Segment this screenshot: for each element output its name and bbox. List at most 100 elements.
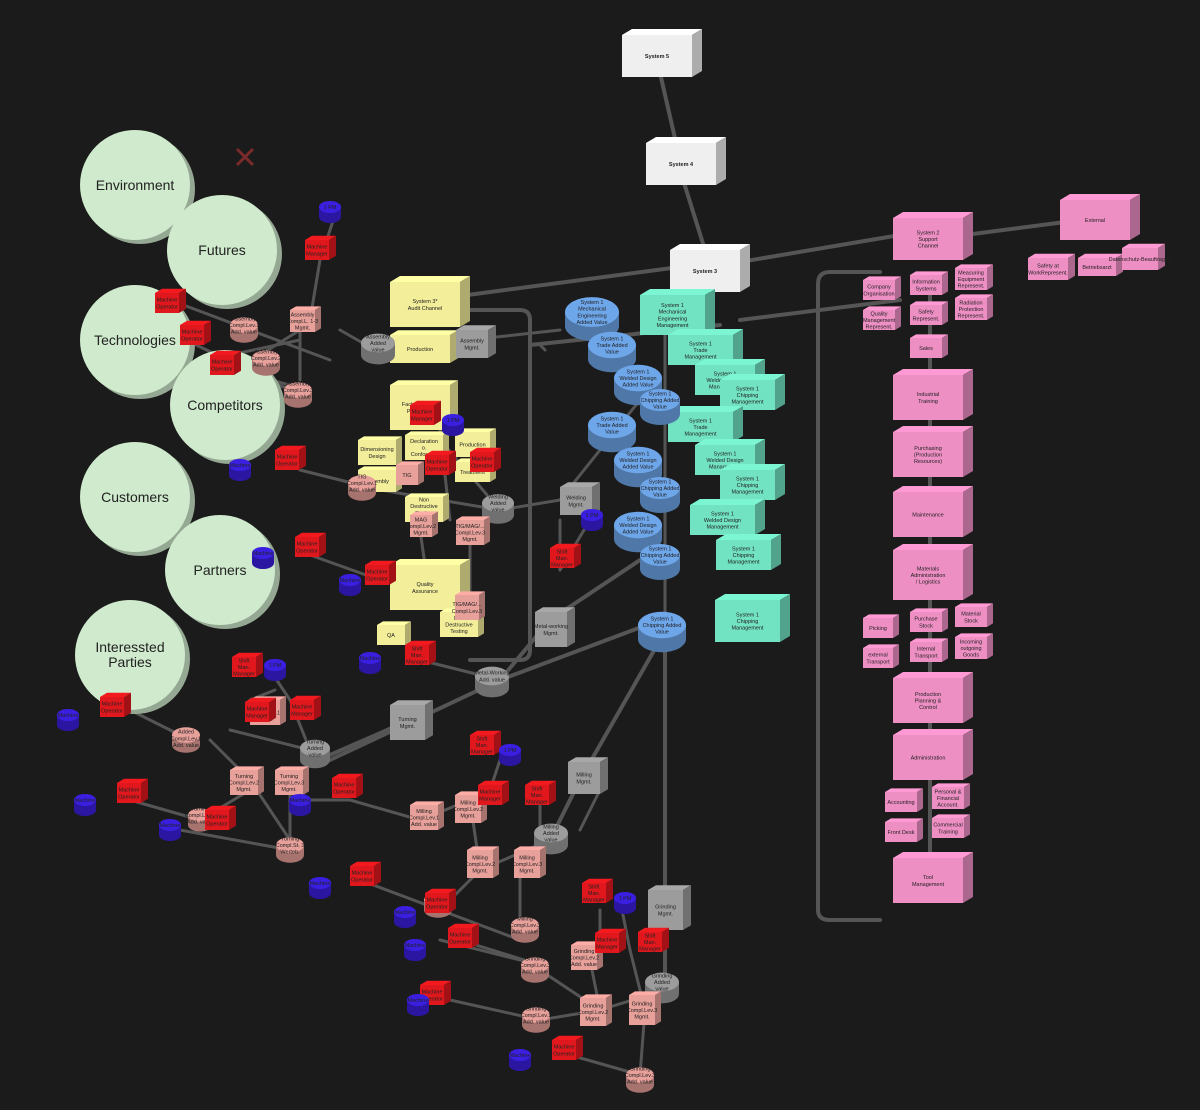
close-icon[interactable]	[235, 147, 255, 167]
cylinder-label: Machine	[230, 463, 251, 469]
box-face	[303, 766, 309, 795]
cylinder-label: 1 PM	[324, 205, 337, 211]
box-face	[390, 705, 425, 740]
box-face	[893, 486, 973, 492]
cylinder-face	[522, 1007, 550, 1023]
box-face	[715, 600, 780, 642]
box-face	[299, 445, 306, 470]
box-face	[245, 702, 269, 722]
box-label: External	[1085, 218, 1105, 224]
box-face	[295, 532, 326, 537]
box-face	[668, 406, 743, 412]
environment-circle: Futures	[167, 195, 282, 309]
cylinder-label: Machine	[405, 943, 426, 949]
box-face	[290, 695, 321, 700]
box-face	[942, 334, 948, 358]
box-face	[917, 818, 923, 842]
box-face	[478, 785, 502, 805]
box-face	[910, 338, 942, 358]
box-face	[568, 762, 600, 794]
box-face	[955, 603, 993, 607]
box-face	[256, 652, 263, 677]
box-face	[1078, 253, 1123, 258]
box-face	[410, 405, 434, 425]
box-face	[771, 534, 781, 570]
box-label: System 3	[693, 269, 717, 275]
box-face	[358, 436, 402, 440]
cylinder-face	[404, 938, 426, 952]
violet-machine-cylinder: Machine	[309, 876, 331, 900]
environment-label: Partners	[194, 562, 247, 578]
external-betriebsarzt-box: Betriebsarzt	[1078, 253, 1123, 276]
box-face	[863, 648, 893, 668]
box-face	[280, 696, 286, 725]
box-face	[893, 672, 973, 678]
box-face	[405, 493, 449, 497]
cylinder-label: Machine	[510, 1053, 531, 1059]
box-face	[425, 888, 456, 893]
box-face	[552, 1040, 576, 1060]
box-face	[315, 306, 321, 332]
violet-machine-cylinder: Machine	[509, 1048, 531, 1072]
box-face	[456, 330, 488, 358]
violet-machine-cylinder: 1 PM	[319, 200, 341, 224]
box-face	[396, 436, 402, 465]
box-face	[390, 335, 450, 363]
box-face	[525, 785, 549, 805]
box-face	[405, 431, 449, 435]
support-maintenance-box: Maintenance	[893, 486, 973, 537]
box-label: Production	[407, 347, 433, 353]
box-face	[640, 295, 705, 335]
box-face	[1158, 243, 1165, 270]
box-face	[648, 885, 691, 890]
box-face	[117, 778, 148, 783]
box-face	[720, 470, 775, 500]
cylinder-face	[521, 957, 549, 973]
box-label: Picking	[869, 626, 887, 632]
box-face	[893, 492, 963, 537]
box-face	[893, 375, 963, 420]
cylinder-face	[276, 837, 304, 853]
box-face	[448, 928, 472, 948]
box-face	[444, 980, 451, 1005]
box-face	[893, 735, 963, 780]
box-face	[295, 537, 319, 557]
box-face	[720, 380, 775, 410]
box-face	[488, 325, 496, 358]
box-face	[396, 461, 424, 465]
box-face	[525, 780, 556, 785]
cylinder-face	[565, 297, 619, 327]
cylinder-face	[509, 1048, 531, 1062]
box-face	[455, 795, 481, 823]
box-face	[456, 325, 496, 330]
